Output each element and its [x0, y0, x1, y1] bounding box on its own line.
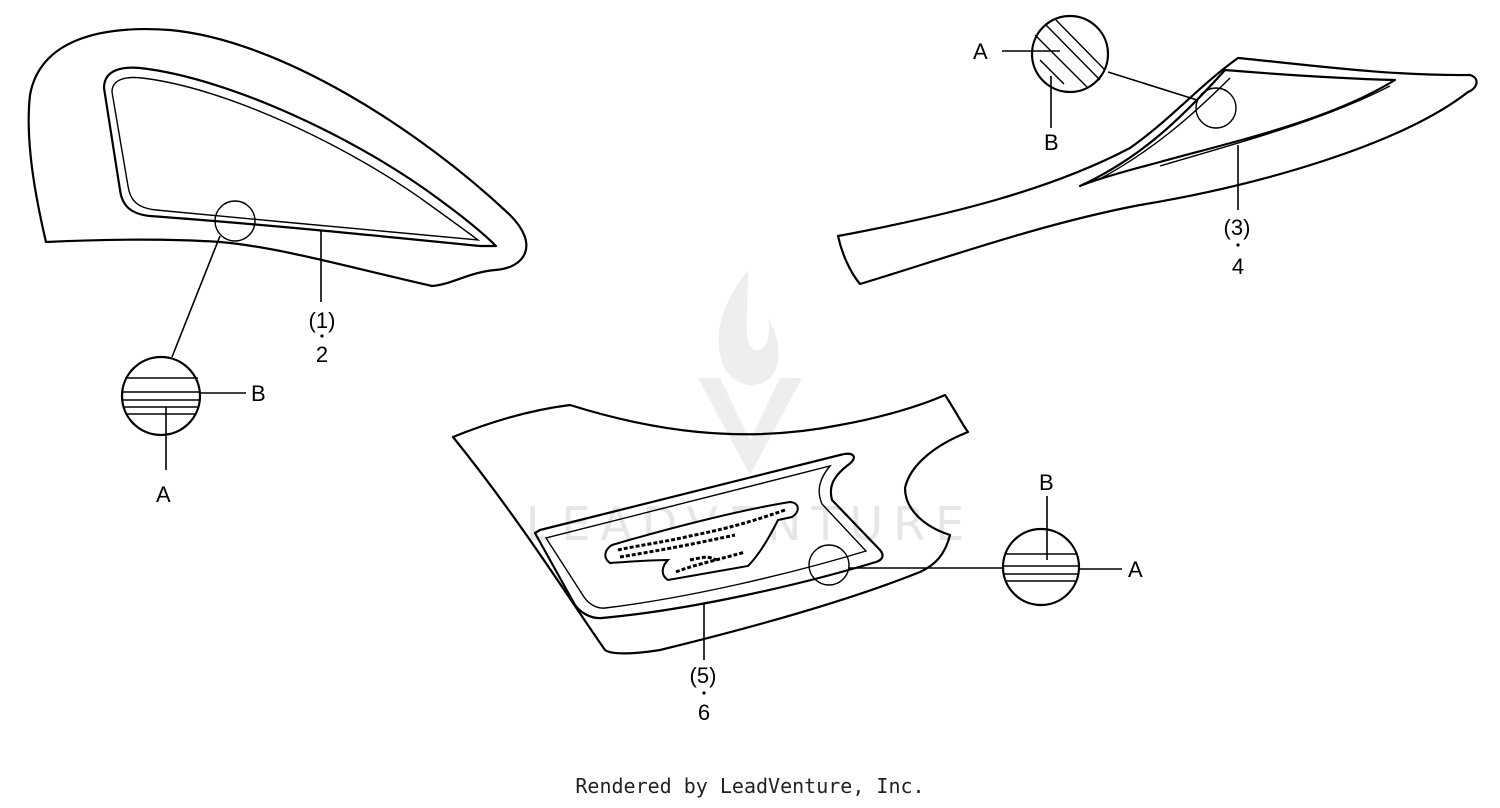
- part-1-detail-circle: [120, 355, 202, 437]
- part-1-detail-marker: [214, 200, 256, 242]
- watermark-flame-icon: [718, 270, 779, 386]
- part-1-detail-b-label: B: [251, 381, 266, 406]
- part-1-detail-leader: [171, 235, 221, 358]
- part-5-ref-label: (5): [690, 663, 717, 688]
- part-3-ref-label: (3): [1224, 215, 1251, 240]
- part-3-inner-line: [1097, 77, 1391, 181]
- part-3-detail-b-label: B: [1044, 130, 1059, 155]
- part-3-detail-leader: [1107, 71, 1198, 101]
- part-1-outline: [27, 28, 528, 288]
- part-5-emblem: (5) 6 A B: [451, 393, 1143, 725]
- part-1-inner-frame: [102, 66, 498, 248]
- part-1-detail-magnifier: [120, 355, 246, 470]
- part-3-detail-marker: [1195, 87, 1237, 129]
- part-5-logo-script: [617, 508, 786, 574]
- watermark-v-icon: [698, 378, 802, 475]
- part-3-stripe: (3) 4 A B: [836, 14, 1478, 286]
- part-3-detail-magnifier: [1002, 14, 1110, 128]
- part-5-qty-label: 6: [698, 700, 710, 725]
- part-1-detail-a-label: A: [156, 482, 171, 507]
- part-3-detail-circle: [1030, 14, 1110, 94]
- part-1-ref-label: (1): [309, 308, 336, 333]
- part-3-outline: [836, 56, 1478, 286]
- part-3-qty-label: 4: [1232, 254, 1244, 279]
- part-5-detail-marker: [808, 544, 850, 586]
- footer-credit: Rendered by LeadVenture, Inc.: [575, 774, 925, 798]
- part-1-emblem: (1) 2 B A: [27, 28, 528, 507]
- part-5-detail-circle: [1001, 527, 1081, 607]
- part-5-frame: [533, 452, 884, 620]
- part-1-qty-label: 2: [316, 342, 328, 367]
- part-5-frame-inner: [544, 464, 868, 609]
- part-1-inner-stripe: [111, 76, 481, 241]
- part-5-detail-magnifier: [1001, 496, 1122, 607]
- part-3-detail-a-label: A: [973, 39, 988, 64]
- part-5-outline: [451, 393, 970, 655]
- part-5-detail-b-label: B: [1039, 470, 1054, 495]
- part-3-inner-stripe: [1078, 68, 1397, 188]
- part-5-detail-a-label: A: [1128, 557, 1143, 582]
